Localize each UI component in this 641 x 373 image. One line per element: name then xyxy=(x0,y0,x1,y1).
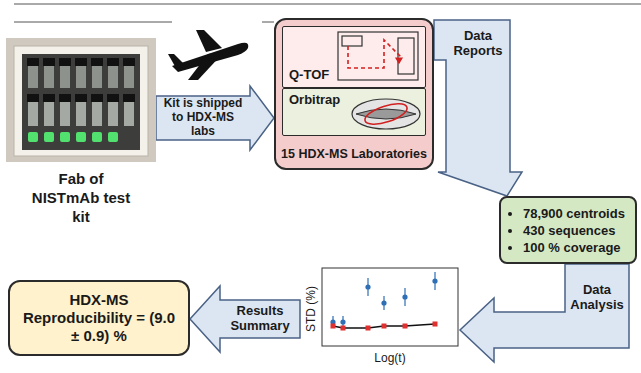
stat-bullet: 78,900 centroids xyxy=(523,205,629,222)
rule-line xyxy=(14,22,274,23)
chart-frame xyxy=(322,268,458,346)
block-arrow xyxy=(460,264,629,362)
block-arrow xyxy=(156,86,274,150)
vial-row xyxy=(27,58,135,88)
qtof-box: Q-TOF xyxy=(282,26,426,88)
plane-wing xyxy=(188,52,224,80)
photo-ground xyxy=(6,38,156,162)
stat-bullet: 100 % coverage xyxy=(523,239,629,256)
node-label: Q-TOF xyxy=(289,67,419,83)
stat-bullet: 430 sequences xyxy=(523,222,629,239)
arrow-label: Kit is shipped to HDX-MS labs xyxy=(159,97,247,138)
labs-box: 15 HDX-MS Laboratories Q-TOF Orbitrap xyxy=(274,18,434,170)
arrow-label: Data Analysis xyxy=(566,283,628,313)
node-label: 15 HDX-MS Laboratories xyxy=(280,147,428,162)
blue-points xyxy=(330,278,437,324)
block-arrow xyxy=(190,286,300,352)
kit-photo xyxy=(6,38,156,162)
kit-node: Fab of NISTmAb test kit xyxy=(6,38,156,228)
result-box: HDX-MS Reproducibility = (9.0 ± 0.9) % xyxy=(8,280,190,356)
error-bars xyxy=(333,272,435,328)
node-label: HDX-MS Reproducibility = (9.0 ± 0.9) % xyxy=(20,291,178,345)
orbitrap-box: Orbitrap xyxy=(282,88,426,136)
axis-title-x: Log(t) xyxy=(322,350,458,366)
airplane-icon xyxy=(168,30,248,80)
node-label: Fab of NISTmAb test kit xyxy=(26,169,136,226)
block-arrow xyxy=(434,20,522,196)
stats-box: 78,900 centroids430 sequences100 % cover… xyxy=(499,196,637,264)
kit-box xyxy=(14,46,148,156)
rule-line xyxy=(14,4,641,5)
vial-row xyxy=(27,94,135,126)
plane-body xyxy=(172,43,248,72)
plane-wing xyxy=(196,30,222,52)
std-chart xyxy=(322,268,458,346)
axis-title-y: STD (%) xyxy=(303,274,319,344)
kit-tray xyxy=(22,54,140,150)
plane-tail xyxy=(168,54,184,68)
vial-glow xyxy=(28,132,118,142)
arrow-label: Data Reports xyxy=(448,29,508,59)
trend-line xyxy=(333,324,435,328)
arrow-label: Results Summary xyxy=(223,304,297,334)
chart-node: STD (%)Log(t) xyxy=(300,266,460,370)
node-label: Orbitrap xyxy=(289,92,419,108)
red-points xyxy=(331,322,438,331)
